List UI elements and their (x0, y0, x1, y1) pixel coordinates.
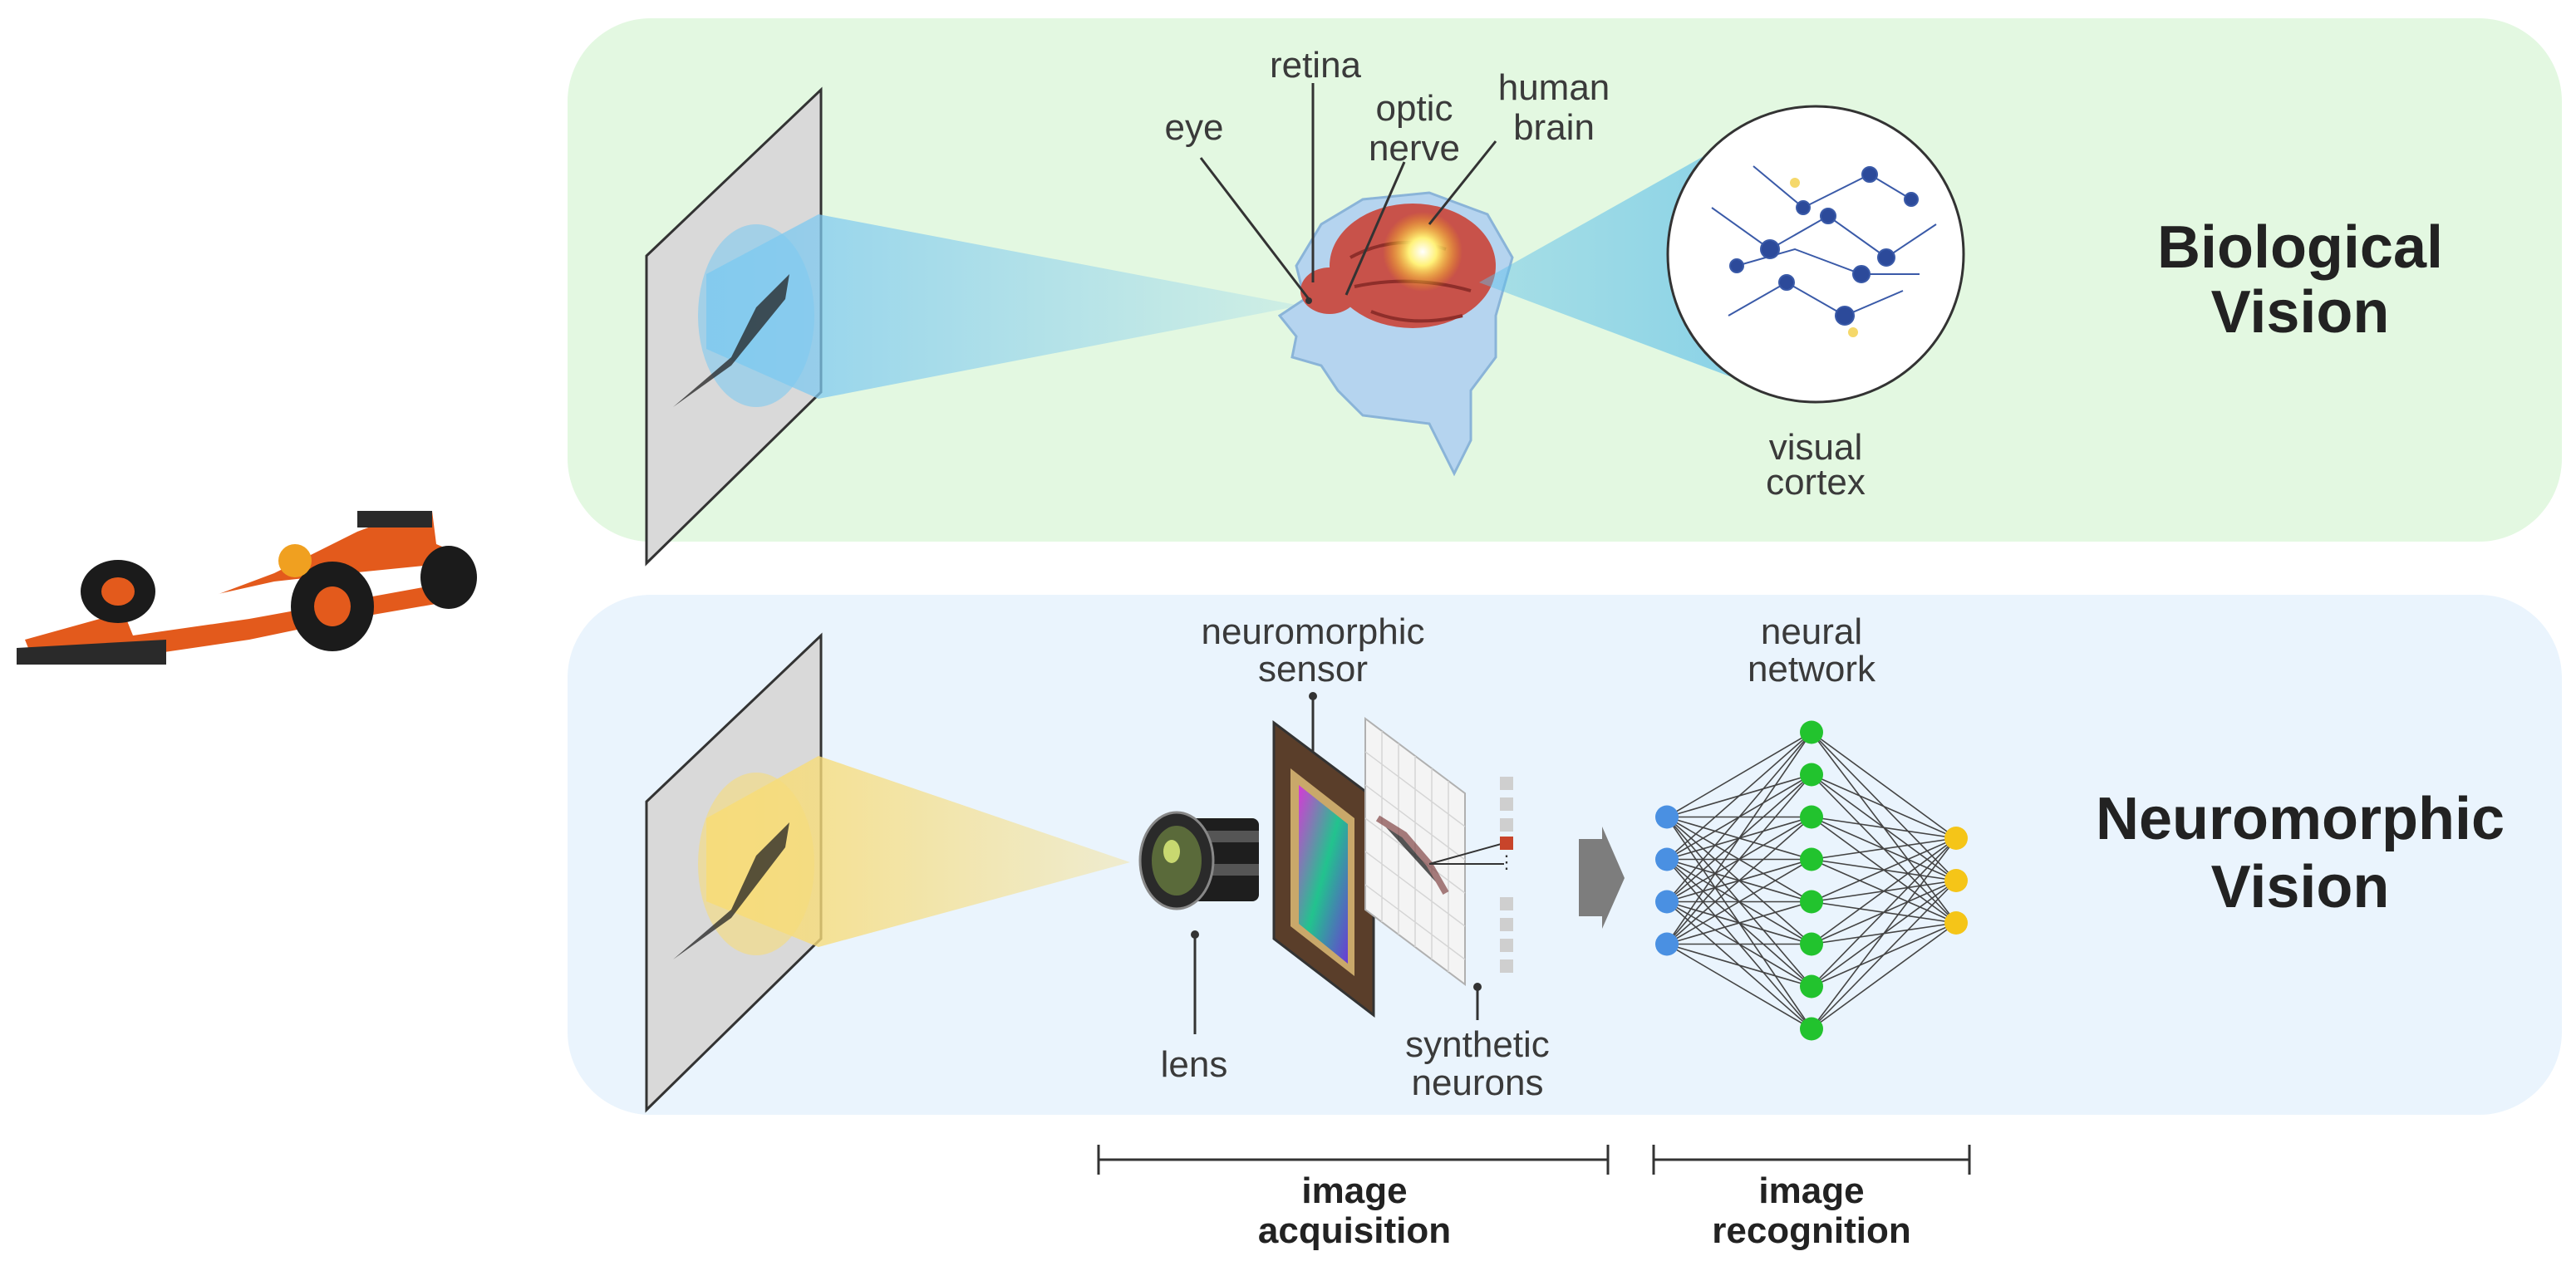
label-neuromorphic-sensor-1: neuromorphic (1201, 611, 1424, 652)
network-connection (1811, 731, 1957, 839)
network-connection (1666, 732, 1812, 945)
brain-activity-glow (1383, 212, 1463, 292)
network-node (1655, 847, 1679, 871)
human-head (1277, 191, 1514, 477)
network-node (1800, 720, 1823, 744)
network-node (1800, 847, 1823, 871)
neuromorphic-vision-title-2: Vision (2211, 854, 2390, 920)
network-node (1800, 932, 1823, 956)
synthetic-neurons-grid: ⋮ (1364, 717, 1516, 986)
network-node (1655, 932, 1679, 956)
label-optic-nerve-1: optic (1376, 88, 1453, 129)
network-connection (1666, 731, 1812, 903)
image-recognition-bracket (1652, 1145, 1971, 1175)
network-node (1800, 763, 1823, 787)
label-image-acquisition-2: acquisition (1258, 1210, 1451, 1251)
network-connection (1811, 837, 1957, 861)
label-neural-network-1: neural (1761, 611, 1862, 652)
network-connection (1666, 943, 1812, 1030)
neuromorphic-vision-title-1: Neuromorphic (2096, 786, 2505, 852)
label-image-recognition-2: recognition (1712, 1210, 1911, 1251)
biological-vision-title-2: Vision (2211, 279, 2390, 346)
network-connection (1811, 922, 1957, 1030)
camera-lens-image (1138, 811, 1259, 910)
network-connection (1666, 731, 1812, 818)
bio-light-cone (706, 214, 1300, 399)
network-connection (1666, 900, 1812, 945)
network-connection (1811, 837, 1957, 988)
network-connection (1811, 816, 1957, 839)
network-connection (1811, 837, 1957, 903)
network-node (1800, 1017, 1823, 1041)
label-eye: eye (1165, 107, 1224, 148)
network-node (1944, 827, 1968, 850)
network-node (1655, 890, 1679, 914)
neuro-light-cone (706, 756, 1130, 947)
race-car-image (17, 511, 477, 665)
network-node (1655, 805, 1679, 829)
network-connection (1811, 773, 1957, 839)
label-image-recognition-1: image (1758, 1170, 1864, 1211)
network-connection (1666, 943, 1812, 988)
label-neural-network-2: network (1748, 649, 1876, 689)
network-node (1800, 974, 1823, 999)
network-connection (1811, 837, 1957, 945)
visual-cortex-image (1666, 105, 1965, 404)
neuromorphic-sensor-image (1272, 720, 1375, 1018)
cortex-projection-cone (1479, 133, 1745, 382)
label-synthetic-neurons-1: synthetic (1405, 1024, 1550, 1065)
network-node (1944, 911, 1968, 935)
biological-vision-title-1: Biological (2157, 214, 2443, 281)
network-node (1800, 805, 1823, 829)
network-connection (1666, 773, 1812, 945)
neuromorphic-panel (568, 595, 2562, 1115)
network-connection (1666, 858, 1812, 945)
label-optic-nerve-2: nerve (1369, 128, 1460, 169)
label-human-brain-1: human (1498, 67, 1610, 108)
network-connection (1811, 880, 1957, 1030)
network-connection (1811, 837, 1957, 1029)
image-acquisition-bracket (1097, 1145, 1610, 1175)
label-neuromorphic-sensor-2: sensor (1258, 649, 1368, 689)
neural-network-graph (1655, 720, 1968, 1041)
label-visual-cortex-1: visual (1769, 427, 1863, 468)
network-node (1800, 890, 1823, 914)
label-synthetic-neurons-2: neurons (1411, 1062, 1543, 1103)
processing-arrow-icon (1579, 827, 1625, 929)
label-visual-cortex-2: cortex (1766, 462, 1866, 503)
label-lens: lens (1161, 1044, 1228, 1085)
network-connection (1666, 816, 1812, 945)
network-node (1944, 869, 1968, 892)
label-retina: retina (1270, 45, 1362, 86)
label-human-brain-2: brain (1513, 107, 1595, 148)
network-connection (1666, 731, 1812, 861)
svg-text:⋮: ⋮ (1497, 851, 1516, 872)
label-image-acquisition-1: image (1301, 1170, 1407, 1211)
